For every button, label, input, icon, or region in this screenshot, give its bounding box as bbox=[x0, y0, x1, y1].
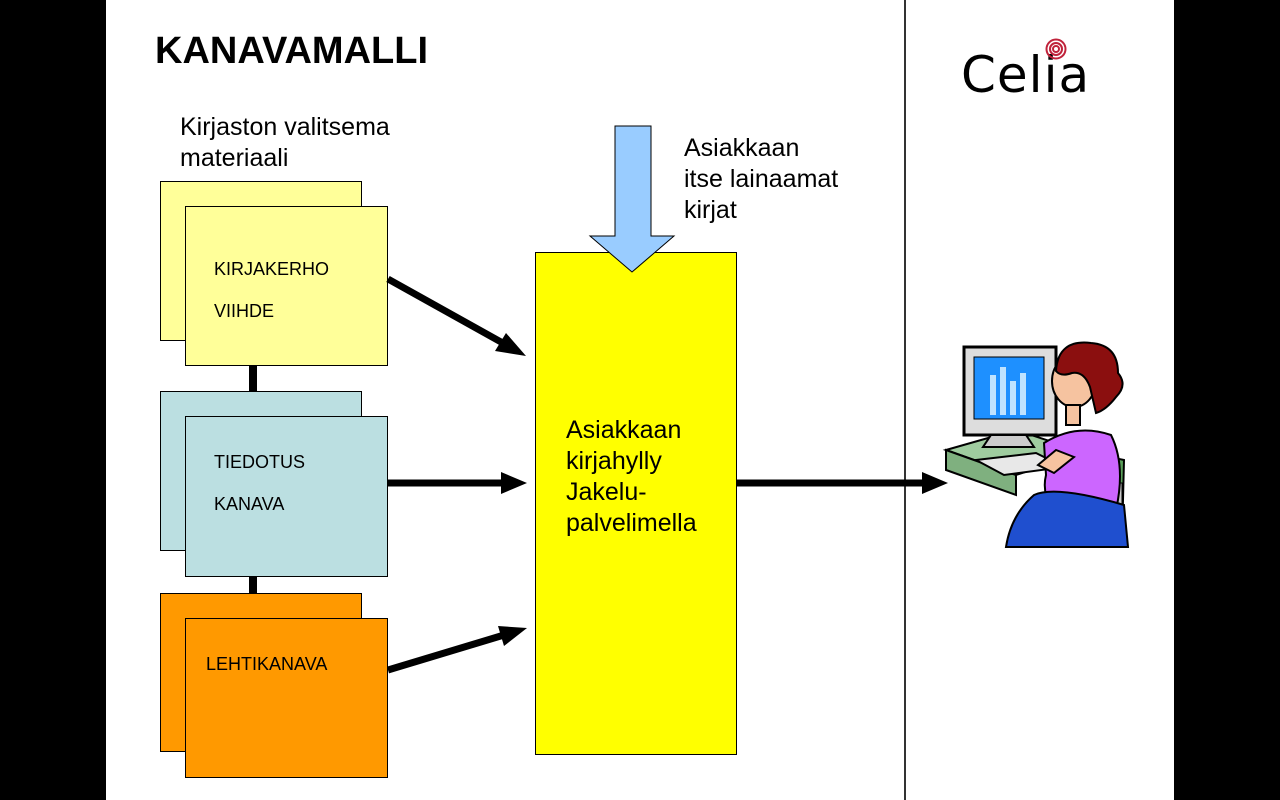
channel-tiedotus-label-1: TIEDOTUS bbox=[214, 452, 306, 472]
shelf-line-2: kirjahylly bbox=[566, 447, 662, 475]
caption-library-line-1: Kirjaston valitsema bbox=[180, 113, 390, 141]
caption-customer-line-1: Asiakkaan bbox=[684, 134, 800, 162]
celia-logo-mark-icon bbox=[1045, 38, 1067, 60]
channel-lehtikanava-label: LEHTIKANAVA bbox=[206, 654, 328, 674]
diagram-arrows bbox=[386, 125, 1130, 674]
shelf-to-user-arrow bbox=[737, 472, 948, 494]
caption-library-material: Kirjaston valitsema materiaali bbox=[180, 112, 390, 174]
shelf-line-4: palvelimella bbox=[566, 509, 697, 537]
slide: KANAVAMALLI Celia Kirjaston valitsema ma… bbox=[106, 0, 1174, 800]
caption-customer-line-3: kirjat bbox=[684, 196, 737, 224]
channel-lehtikanava-card: LEHTIKANAVA bbox=[185, 618, 388, 778]
user-at-computer-icon bbox=[942, 341, 1130, 548]
channel-arrow-3 bbox=[386, 626, 527, 674]
customer-shelf-text: Asiakkaan kirjahylly Jakelu- palvelimell… bbox=[566, 415, 697, 539]
page-title: KANAVAMALLI bbox=[155, 30, 428, 72]
divider-line bbox=[904, 0, 906, 800]
celia-logo: Celia bbox=[961, 46, 1091, 104]
connector-1-2 bbox=[249, 365, 257, 393]
shelf-line-3: Jakelu- bbox=[566, 478, 647, 506]
channel-kirjakerho-label-2: VIIHDE bbox=[214, 301, 275, 321]
channel-arrow-2 bbox=[388, 472, 527, 494]
connector-2-3 bbox=[249, 576, 257, 596]
channel-kirjakerho-label-1: KIRJAKERHO bbox=[214, 259, 330, 279]
shelf-line-1: Asiakkaan bbox=[566, 416, 682, 444]
channel-tiedotus-label-2: KANAVA bbox=[214, 494, 285, 514]
incoming-loans-arrow bbox=[588, 125, 676, 273]
caption-library-line-2: materiaali bbox=[180, 144, 289, 172]
customer-shelf-box: Asiakkaan kirjahylly Jakelu- palvelimell… bbox=[535, 252, 737, 755]
channel-kirjakerho-card: KIRJAKERHO VIIHDE bbox=[185, 206, 388, 366]
channel-tiedotus-card: TIEDOTUS KANAVA bbox=[185, 416, 388, 577]
caption-customer-loans: Asiakkaan itse lainaamat kirjat bbox=[684, 133, 838, 226]
channel-arrow-1 bbox=[386, 275, 526, 356]
caption-customer-line-2: itse lainaamat bbox=[684, 165, 839, 193]
